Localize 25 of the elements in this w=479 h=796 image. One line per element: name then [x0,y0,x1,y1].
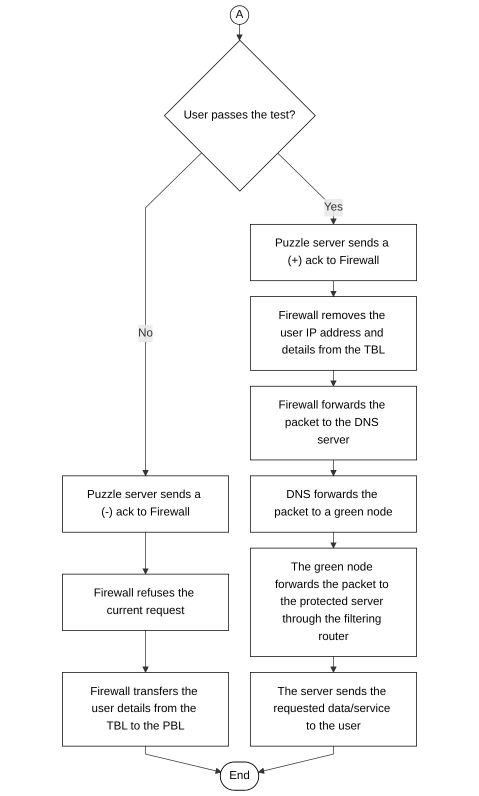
node-circle: A [230,5,250,25]
node-box: The server sends the requested data/service to the user [250,672,417,746]
node-diamond: User passes the test? [164,40,316,192]
arrow [142,152,202,476]
arrow [330,532,337,548]
edge-label: No [138,326,153,340]
arrow [142,532,149,574]
arrow [236,24,243,41]
arrow [330,370,337,387]
node-box: Firewall transfers the user details from the TBL to the PBL [62,672,230,746]
node-box: Firewall removes the user IP address and details from the TBL [250,296,417,371]
arrow [277,152,337,225]
node-box: Puzzle server sends a (+) ack to Firewall [250,224,417,282]
node-box: The green node forwards the packet to the protected server through the filtering router [250,548,417,657]
arrow [330,656,337,673]
arrow [258,746,334,774]
arrow [142,630,149,673]
node-box: Firewall refuses the current request [62,574,230,631]
node-box: Puzzle server sends a (-) ack to Firewall [62,475,230,533]
arrow [330,280,337,297]
node-box: Firewall forwards the packet to the DNS server [250,386,417,460]
arrow [330,460,337,476]
edge-label: Yes [324,201,343,214]
node-box: DNS forwards the packet to a green node [250,475,417,533]
arrow [145,746,222,774]
